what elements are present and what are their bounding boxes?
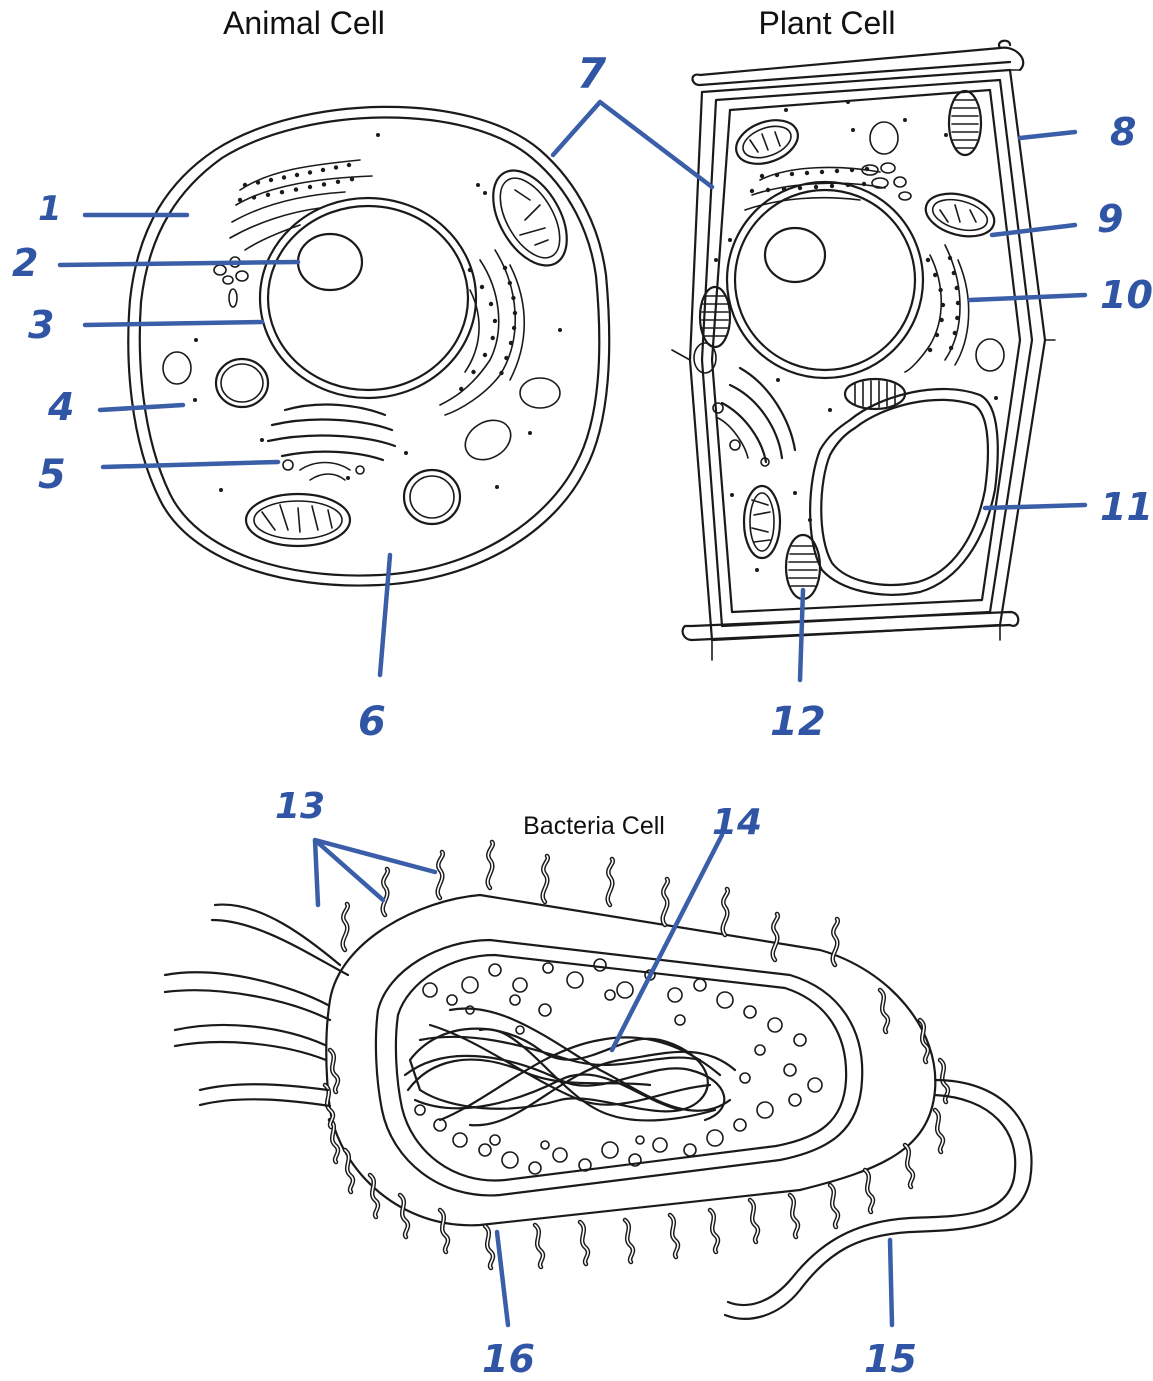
leader-13 <box>315 840 435 905</box>
leader-2 <box>60 262 298 265</box>
leader-9 <box>992 225 1075 235</box>
label-6: 6 <box>358 699 386 745</box>
leader-5 <box>103 462 278 467</box>
plant-chloroplast-top-right <box>949 91 981 155</box>
leader-4 <box>100 405 183 410</box>
leader-11 <box>985 505 1085 508</box>
label-4: 4 <box>47 385 74 429</box>
bacteria-cell-wall <box>326 895 935 1225</box>
animal-cell <box>128 107 609 586</box>
plant-cell <box>672 41 1055 660</box>
bacteria-cell-membrane <box>376 940 862 1195</box>
label-8: 8 <box>1110 110 1136 154</box>
leader-15 <box>890 1240 892 1325</box>
plant-rough-er <box>745 167 969 372</box>
animal-nucleolus <box>298 234 362 290</box>
leader-16 <box>497 1232 508 1325</box>
bacteria-cell <box>165 842 1032 1319</box>
label-5: 5 <box>38 452 66 498</box>
plant-cell-wall <box>693 41 1024 85</box>
label-16: 16 <box>482 1337 535 1381</box>
animal-mitochondrion-bottom <box>246 494 350 546</box>
label-15: 15 <box>864 1337 917 1381</box>
plant-nucleolus <box>765 228 825 282</box>
plant-central-vacuole <box>810 389 998 595</box>
animal-golgi <box>268 405 395 480</box>
label-3: 3 <box>28 303 54 347</box>
plant-golgi <box>713 368 795 466</box>
plant-nucleus <box>727 182 923 378</box>
bacteria-cell-title: Bacteria Cell <box>523 812 665 840</box>
bacteria-pili <box>325 842 948 1268</box>
leader-6 <box>380 555 390 675</box>
plant-mitochondrion-right <box>921 187 999 244</box>
animal-cell-title: Animal Cell <box>223 5 385 41</box>
leader-10 <box>970 295 1085 300</box>
plant-cell-title: Plant Cell <box>759 5 896 41</box>
label-10: 10 <box>1100 273 1153 317</box>
label-leader-lines <box>60 102 1085 1325</box>
bacteria-nucleoid <box>405 1008 735 1125</box>
leader-7 <box>553 102 712 187</box>
label-1: 1 <box>38 189 62 229</box>
label-13: 13 <box>275 786 325 827</box>
plant-mitochondrion-top-left <box>730 112 804 171</box>
label-11: 11 <box>1100 485 1153 529</box>
label-9: 9 <box>1097 197 1123 241</box>
label-7: 7 <box>577 49 607 98</box>
leader-8 <box>1020 132 1075 138</box>
bacteria-ribosomes <box>415 959 822 1174</box>
plant-mitochondrion-bottom-left <box>744 486 780 558</box>
leader-12 <box>800 590 803 680</box>
animal-vacuole <box>216 359 268 407</box>
label-14: 14 <box>712 802 762 843</box>
leader-14 <box>612 835 722 1050</box>
label-2: 2 <box>12 241 38 285</box>
leader-3 <box>85 322 262 325</box>
label-12: 12 <box>770 699 826 745</box>
bacteria-flagella-left <box>165 905 348 1106</box>
animal-mitochondrion-top <box>478 158 582 278</box>
number-labels: 1 2 3 4 5 6 7 8 9 10 11 12 13 14 15 16 <box>12 49 1153 1381</box>
